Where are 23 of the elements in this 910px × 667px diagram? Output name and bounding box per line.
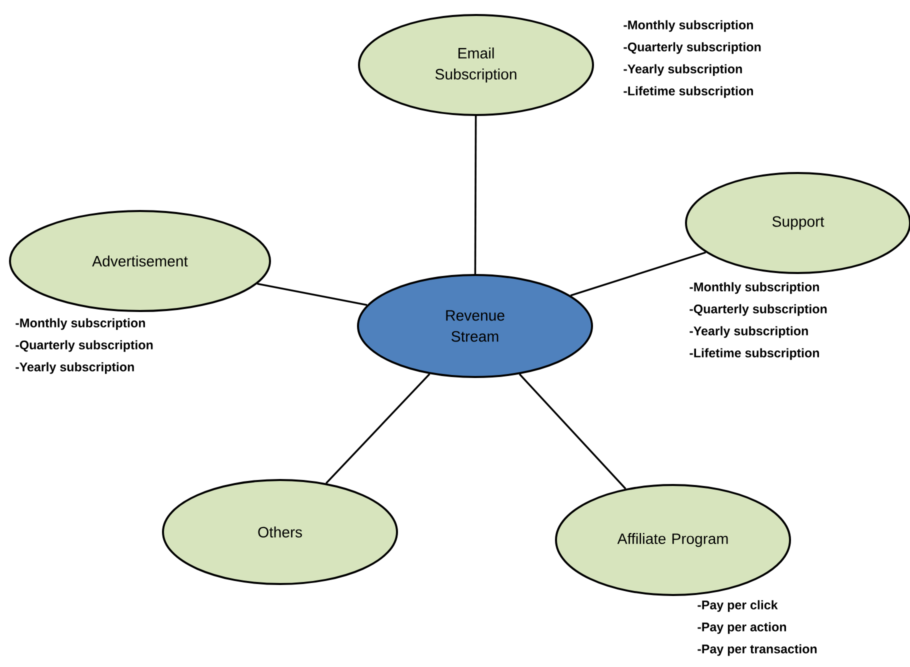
node-label: -Lifetime subscription (624, 86, 753, 98)
connector-line (570, 252, 706, 296)
bullet-list: -Monthly subscription -Quarterly subscription -Yearly subscription -Lifetime subscription (690, 282, 827, 360)
node-label: -Monthly subscription (624, 20, 753, 32)
ellipse-node: Affiliate Program (555, 484, 791, 596)
bullet-list: -Monthly subscription -Quarterly subscription -Yearly subscription -Lifetime subscription (624, 20, 761, 98)
connector-line (518, 374, 626, 490)
connector-line (474, 116, 477, 274)
node-label: -Quarterly subscription (690, 304, 827, 316)
connector-line (326, 373, 430, 484)
ellipse-node: Support (685, 172, 910, 274)
ellipse-node: Email Subscription (358, 14, 594, 116)
ellipse-node: Revenue Stream (357, 274, 593, 378)
node-label: -Quarterly subscription (624, 42, 761, 54)
node-label: -Yearly subscription (624, 64, 742, 76)
ellipse-node: Others (162, 479, 398, 585)
node-label: -Yearly subscription (690, 326, 808, 338)
connector-line (257, 282, 368, 306)
ellipse-node: Advertisement (9, 210, 271, 312)
node-label: -Monthly subscription (690, 282, 819, 294)
bullet-list: -Pay per click -Pay per action -Pay per transaction (698, 600, 817, 656)
node-label: -Lifetime subscription (690, 348, 819, 360)
bullet-list: -Monthly subscription -Quarterly subscription -Yearly subscription (16, 318, 153, 374)
